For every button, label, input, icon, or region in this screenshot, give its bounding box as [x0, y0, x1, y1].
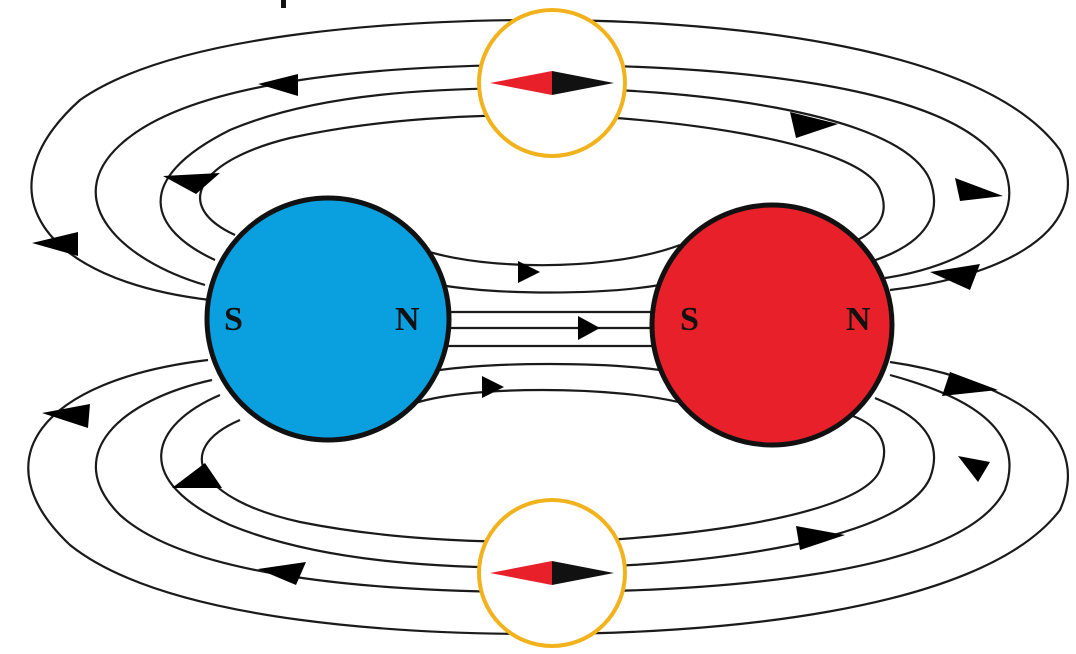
- arrow-top-middle-left: [258, 74, 298, 96]
- right-magnet-north-label: N: [846, 301, 871, 338]
- compass-needle-black-half: [552, 71, 614, 95]
- left-magnet-north-label: N: [395, 301, 420, 338]
- field-line-mid-2: [439, 283, 661, 294]
- arrow-mid-3: [482, 376, 504, 398]
- arrow-bottom-inner-left: [172, 463, 222, 488]
- field-line-mid-6: [439, 362, 661, 372]
- arrow-bottom-outer-left: [42, 404, 90, 428]
- arrow-top-inner-right: [790, 112, 838, 138]
- arrow-mid-2: [578, 316, 600, 340]
- left-magnet-south-label: S: [224, 301, 243, 338]
- top-compass: [477, 8, 627, 158]
- arrow-bottom-inner-right: [796, 526, 845, 550]
- top-tick-mark: [281, 0, 286, 8]
- bottom-compass: [477, 498, 627, 648]
- arrow-top-outer-left: [32, 232, 78, 256]
- arrow-top-right-lower: [930, 264, 980, 290]
- left-magnet: S N: [204, 195, 452, 443]
- compass-needle-black-half: [552, 561, 614, 585]
- compass-needle-red-half: [490, 561, 552, 585]
- field-line-mid-1: [399, 239, 681, 267]
- compass-needle-red-half: [490, 71, 552, 95]
- arrow-mid-1: [518, 261, 540, 283]
- field-line-mid-7: [409, 388, 691, 407]
- field-direction-arrows: [32, 74, 1003, 585]
- arrow-top-right-middle: [955, 178, 1003, 201]
- right-magnet: S N: [649, 202, 895, 448]
- arrow-bottom-right-upper: [942, 372, 998, 396]
- right-magnet-body: [649, 202, 895, 448]
- arrow-bottom-middle-left: [258, 562, 306, 585]
- right-magnet-south-label: S: [680, 301, 699, 338]
- left-magnet-body: [204, 195, 452, 443]
- arrow-top-inner-left: [163, 173, 220, 194]
- arrow-bottom-right-lower: [958, 456, 990, 482]
